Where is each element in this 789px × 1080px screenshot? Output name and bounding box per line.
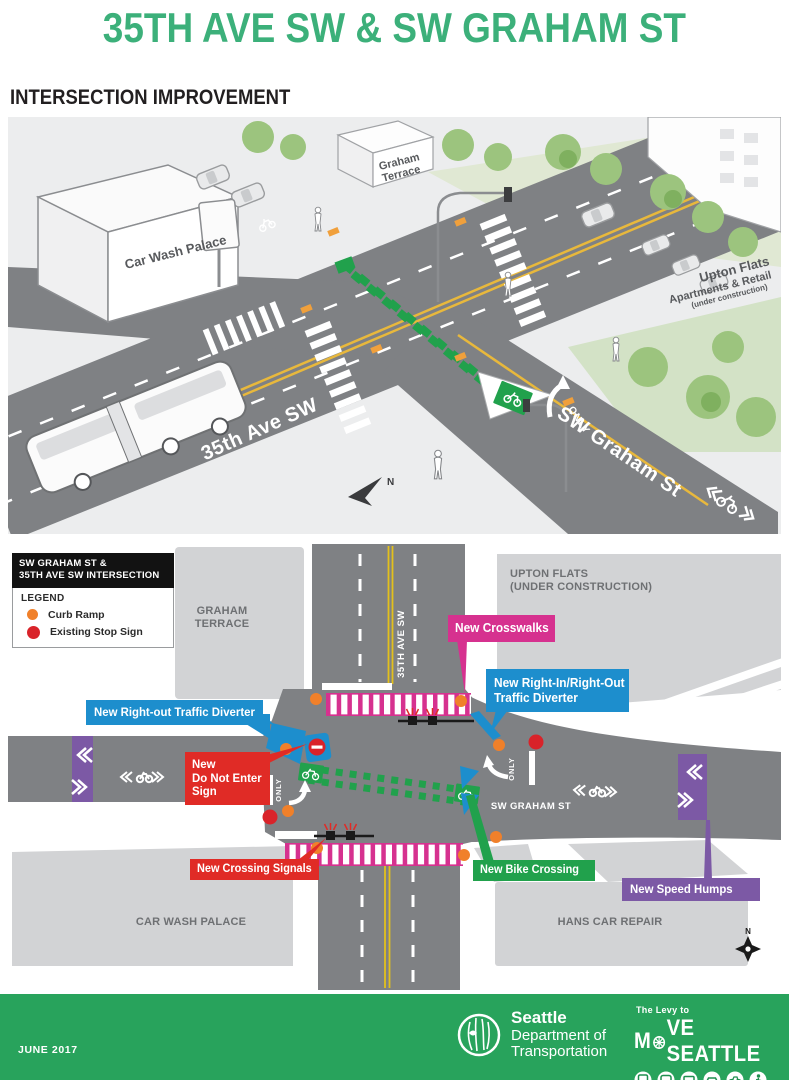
svg-text:ONLY: ONLY	[274, 778, 283, 801]
curb-ramp-dot	[27, 609, 38, 621]
pedestrian-icon	[749, 1071, 767, 1080]
callout-new-speed-humps: New Speed Humps	[622, 878, 760, 901]
sign-pole-east	[529, 751, 535, 785]
do-not-enter-sign	[303, 732, 332, 763]
traffic-diverter-east	[460, 711, 501, 815]
curb-ramps-3d	[300, 216, 575, 407]
legend-item-stop-sign: Existing Stop Sign	[21, 625, 165, 639]
sdot-logo-icon	[457, 1013, 501, 1057]
zebra-crosswalk-south	[304, 320, 372, 434]
levy-tagline: The Levy to	[636, 1005, 690, 1015]
sdot-line1: Seattle	[511, 1008, 567, 1027]
building-graham-terrace	[336, 120, 435, 188]
callout-new-crossing-signals: New Crossing Signals	[190, 859, 319, 880]
signal-bar-north	[398, 707, 474, 725]
compass-3d-n: N	[387, 477, 394, 488]
map-building-paths	[656, 658, 781, 713]
place-graham-terrace: GRAHAM TERRACE	[194, 605, 250, 631]
zebra-crosswalk-north	[479, 213, 547, 327]
map-street-graham: SW GRAHAM ST	[491, 801, 571, 812]
signal-bar-south	[314, 822, 374, 840]
footer: JUNE 2017 Seattle Department of Transpor…	[0, 994, 789, 1080]
bike-crossing-3d	[334, 256, 555, 420]
car-icon	[703, 1071, 721, 1080]
svg-text:ONLY: ONLY	[507, 757, 516, 780]
map-roads	[8, 544, 781, 990]
legend-heading: LEGEND	[21, 592, 65, 604]
sharrow-marking-3d	[706, 486, 755, 521]
only-marking-east: ONLY	[483, 755, 516, 781]
levy-mode-icons	[634, 1071, 789, 1080]
speed-hump-band-west	[71, 736, 93, 802]
place-car-wash-palace: CAR WASH PALACE	[135, 916, 247, 928]
callout-pointers	[253, 640, 712, 880]
schematic-map: 35TH AVE SW	[8, 544, 781, 990]
stop-sign-dot	[27, 625, 40, 639]
compass-3d: N	[348, 477, 394, 506]
callout-new-bike-crossing: New Bike Crossing	[473, 860, 595, 881]
lightrail-icon	[680, 1071, 698, 1080]
bike-icon	[726, 1071, 744, 1080]
page-title-text: 35TH AVE SW & SW GRAHAM ST	[102, 4, 687, 51]
legend-item-curb-ramp: Curb Ramp	[21, 609, 165, 621]
callout-new-crosswalks: New Crosswalks	[448, 615, 555, 642]
building-upton-flats	[647, 117, 781, 233]
bike-box-west	[297, 761, 325, 785]
streetcar-icon	[634, 1071, 652, 1080]
compass-rose: N	[735, 927, 761, 962]
traffic-signal	[436, 187, 568, 492]
section-heading: INTERSECTION IMPROVEMENT	[10, 86, 291, 109]
sdot-logo-group: Seattle Department of Transportation	[456, 1008, 608, 1061]
map-street-35th: 35TH AVE SW	[396, 610, 407, 678]
bus	[25, 360, 247, 494]
bus-icon	[657, 1071, 675, 1080]
crosswalk-north	[326, 693, 471, 716]
page-title: 35TH AVE SW & SW GRAHAM ST	[0, 4, 789, 52]
footer-date: JUNE 2017	[18, 1044, 78, 1056]
sign-pole-west	[267, 775, 273, 805]
place-upton-flats: UPTON FLATS (UNDER CONSTRUCTION)	[510, 568, 653, 594]
lane-markings-south	[275, 831, 415, 988]
callout-new-do-not-enter: New Do Not Enter Sign	[185, 752, 270, 805]
sign-post	[198, 198, 240, 287]
lane-markings-north	[322, 546, 417, 690]
compass-o-icon	[652, 1035, 665, 1049]
map-legend: SW GRAHAM ST & 35TH AVE SW INTERSECTION …	[12, 553, 174, 648]
callout-new-right-in-right-out: New Right-In/Right-Out Traffic Diverter	[486, 669, 629, 712]
speed-hump-band-east	[677, 754, 707, 820]
sdot-line2: Department of	[511, 1026, 607, 1044]
only-marking-west: ONLY	[274, 778, 311, 806]
legend-title: SW GRAHAM ST & 35TH AVE SW INTERSECTION	[12, 553, 174, 588]
callout-new-right-out-diverter: New Right-out Traffic Diverter	[86, 700, 263, 725]
sdot-line3: Transportation	[511, 1043, 608, 1061]
isometric-rendering: ONLY 35th Ave SW SW Graham St Car Wash P…	[8, 117, 781, 534]
stop-sign-dots	[262, 734, 544, 825]
trees	[242, 121, 776, 437]
svg-text:N: N	[745, 927, 751, 936]
zebra-crosswalk-west	[202, 301, 286, 356]
place-hans-car-repair: HANS CAR REPAIR	[557, 916, 663, 928]
bike-marking-3d	[256, 215, 277, 233]
